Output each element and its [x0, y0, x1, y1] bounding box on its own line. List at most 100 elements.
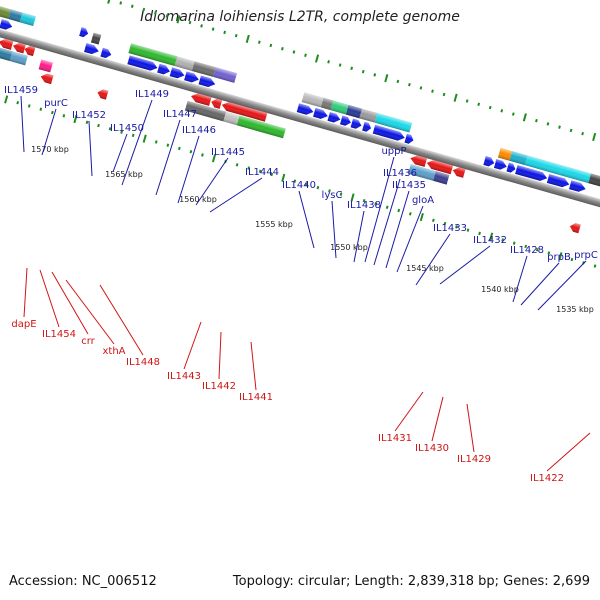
forward-feature-block-shade	[301, 92, 324, 108]
accession-text: Accession: NC_006512	[9, 574, 157, 589]
reverse-gene-label: IL1422	[530, 473, 564, 484]
reverse-gene-leader	[23, 267, 28, 318]
forward-cds-arrow-shade	[327, 112, 341, 123]
forward-scale-tick	[338, 63, 342, 67]
reverse-scale-tick	[189, 149, 193, 154]
forward-feature-block-shade	[524, 155, 563, 175]
reverse-scale-tick	[4, 95, 9, 104]
reverse-scale-tick	[408, 212, 412, 216]
reverse-scale-tick	[432, 218, 435, 223]
forward-scale-tick	[223, 30, 227, 35]
reverse-scale-tick	[535, 248, 539, 252]
reverse-gene-label: IL1431	[378, 433, 412, 444]
reverse-feature-block-shade	[38, 59, 53, 73]
forward-gene-label: prpB	[547, 252, 571, 263]
reverse-gene-leader	[394, 391, 424, 432]
forward-scale-tick	[304, 53, 307, 57]
reverse-scale-tick	[211, 154, 217, 163]
forward-feature-block-shade	[497, 147, 513, 161]
forward-cds-arrow-shade	[0, 19, 13, 30]
forward-scale-tick	[592, 132, 597, 142]
reverse-scale-tick	[328, 189, 331, 193]
forward-feature-block-shade	[588, 173, 600, 189]
reverse-scale-tick	[281, 173, 286, 182]
forward-gene-label: IL1444	[245, 167, 279, 178]
reverse-scale-tick	[97, 123, 100, 128]
scale-label: 1545 kbp	[406, 264, 444, 273]
reverse-feature-block-shade	[408, 164, 436, 181]
forward-scale-tick	[281, 47, 284, 51]
reverse-scale-tick	[120, 130, 123, 134]
reverse-scale-tick	[512, 241, 516, 245]
forward-gene-leader	[385, 190, 410, 269]
forward-scale-tick	[408, 82, 411, 87]
forward-feature-block-shade	[559, 165, 592, 184]
forward-gene-leader	[209, 177, 263, 213]
forward-gene-leader	[364, 156, 395, 263]
forward-feature-block-shade	[359, 108, 378, 123]
forward-scale-tick	[188, 20, 192, 25]
forward-scale-tick	[373, 73, 377, 77]
reverse-scale-tick	[305, 182, 308, 187]
reverse-feature-block-shade	[433, 171, 450, 185]
reverse-gene-label: IL1454	[42, 329, 76, 340]
reverse-scale-tick	[201, 153, 204, 157]
reverse-scale-tick	[501, 238, 505, 242]
reverse-gene-label: IL1443	[167, 371, 201, 382]
reverse-scale-tick	[362, 199, 366, 203]
forward-gene-label: IL1447	[163, 109, 197, 120]
forward-gene-label: uppP	[381, 146, 406, 157]
reverse-scale-tick	[258, 169, 262, 174]
reverse-cds-arrow-shade	[97, 89, 109, 100]
forward-gene-label: IL1440	[282, 180, 316, 191]
forward-cds-arrow-shade	[404, 133, 414, 144]
forward-scale-tick	[419, 86, 423, 90]
scale-label: 1570 kbp	[31, 145, 69, 154]
reverse-scale-tick	[16, 100, 20, 105]
reverse-feature-block-shade	[236, 115, 286, 139]
forward-gene-leader	[520, 262, 560, 306]
reverse-cds-arrow-shade	[0, 38, 14, 50]
reverse-cds-arrow-shade	[191, 93, 212, 106]
forward-scale-tick	[511, 112, 515, 116]
forward-gene-leader	[537, 260, 587, 311]
forward-gene-label: IL1428	[510, 245, 544, 256]
forward-scale-tick	[176, 15, 181, 24]
forward-gene-label: IL1459	[4, 85, 38, 96]
forward-scale-tick	[522, 113, 527, 122]
forward-gene-leader	[353, 210, 365, 263]
reverse-cds-arrow-shade	[24, 45, 36, 57]
reverse-scale-tick	[142, 134, 147, 143]
forward-scale-tick	[546, 122, 550, 126]
forward-gene-label: IL1435	[392, 180, 426, 191]
reverse-cds-arrow-shade	[13, 42, 26, 54]
reverse-scale-tick	[131, 133, 135, 138]
forward-cds-arrow-shade	[84, 43, 99, 55]
forward-scale-tick	[234, 33, 238, 38]
reverse-scale-tick	[85, 120, 89, 125]
forward-gene-leader	[121, 99, 153, 186]
reverse-gene-leader	[51, 271, 89, 335]
reverse-gene-leader	[431, 396, 444, 442]
reverse-cds-arrow-shade	[211, 98, 223, 109]
forward-gene-label: IL1446	[182, 125, 216, 136]
forward-scale-tick	[119, 1, 123, 5]
forward-gene-leader	[155, 119, 181, 196]
reverse-scale-tick	[466, 228, 470, 232]
reverse-gene-leader	[546, 432, 591, 472]
forward-cds-arrow-shade	[569, 180, 586, 192]
reverse-scale-tick	[177, 146, 181, 151]
forward-cds-arrow-shade	[362, 121, 372, 132]
reverse-scale-tick	[489, 232, 494, 241]
forward-gene-label: IL1436	[383, 168, 417, 179]
forward-scale-tick	[465, 99, 469, 103]
forward-gene-label: IL1450	[110, 123, 144, 134]
forward-gene-leader	[439, 245, 491, 285]
reverse-cds-arrow-shade	[221, 102, 268, 122]
forward-gene-leader	[415, 233, 451, 286]
reverse-scale-tick	[374, 202, 378, 206]
scale-label: 1555 kbp	[255, 220, 293, 229]
forward-scale-tick	[453, 93, 458, 102]
forward-gene-leader	[20, 95, 25, 153]
forward-gene-leader	[41, 108, 57, 156]
